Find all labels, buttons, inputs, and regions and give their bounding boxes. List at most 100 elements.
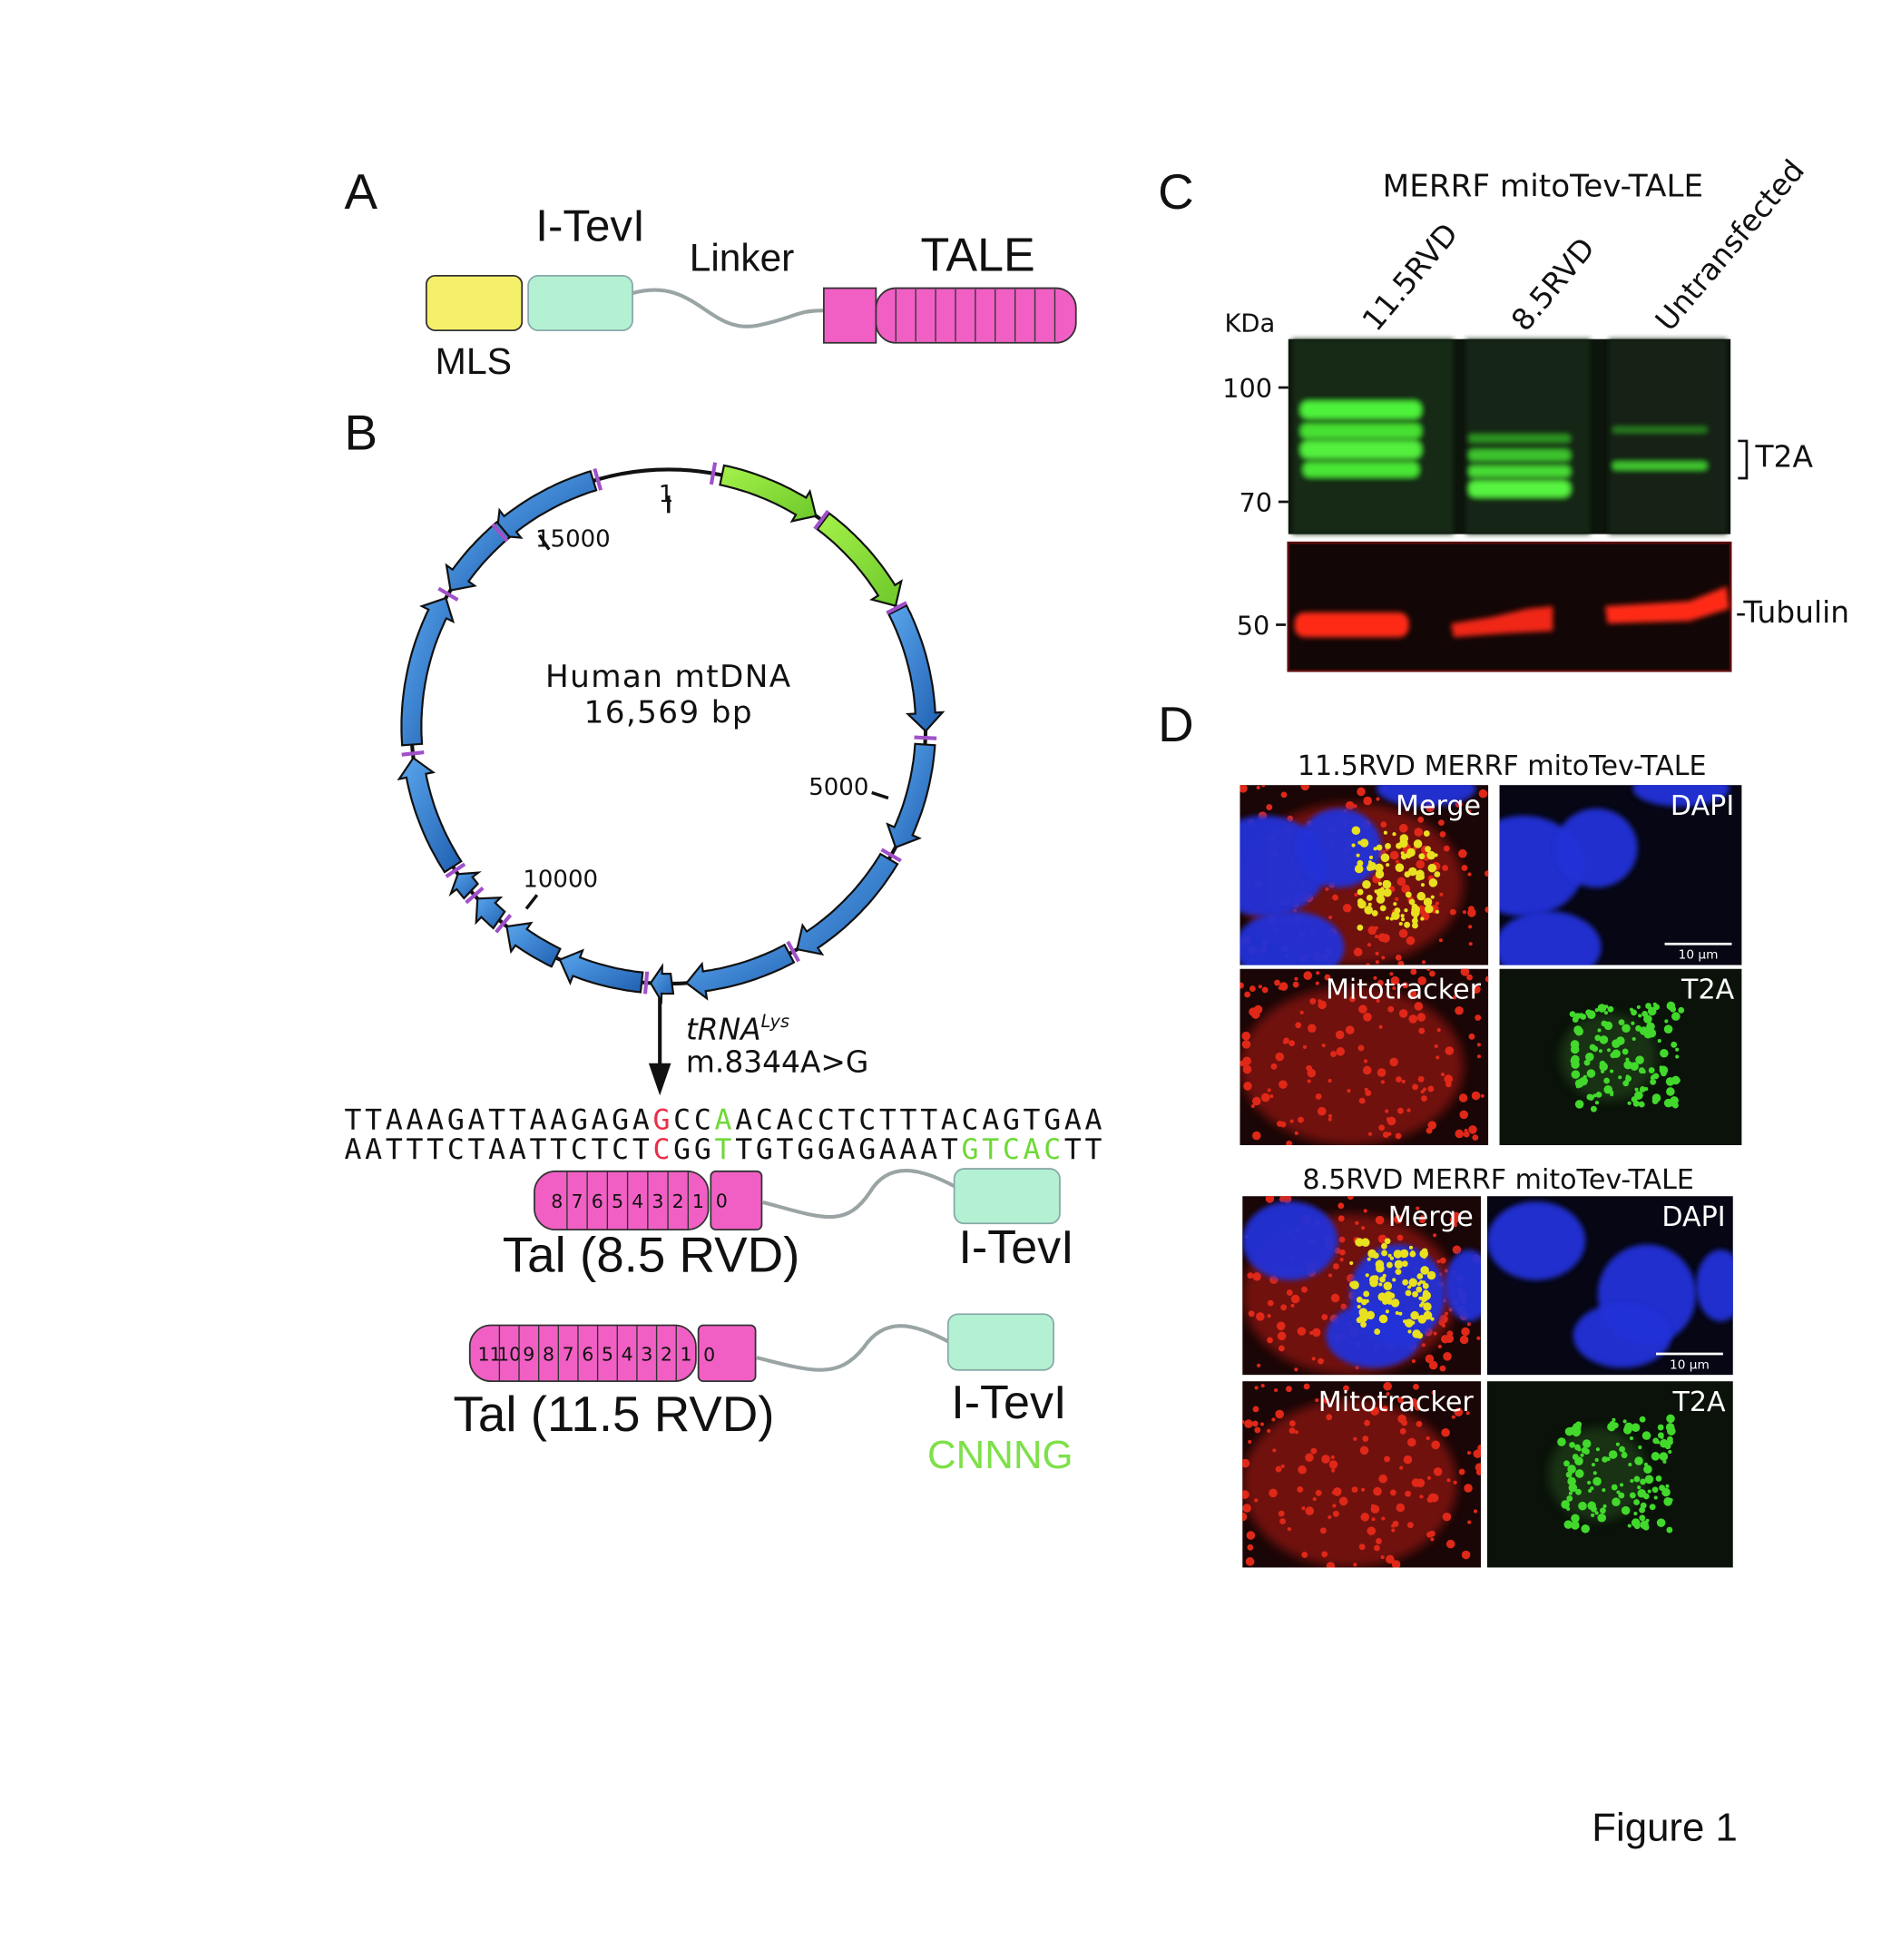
tubulin-label: -Tubulin: [1736, 595, 1849, 630]
trna-marker: [786, 940, 800, 963]
sequence-segment: A: [715, 1103, 732, 1136]
panel-c-letter: C: [1158, 163, 1194, 220]
marker-70: 70: [1239, 487, 1272, 518]
tick-mark: [537, 534, 551, 551]
trna-marker: [642, 971, 650, 995]
sequence-segment: CC: [673, 1103, 711, 1136]
gene-arrow-blue: [445, 520, 512, 592]
linker-line: [632, 288, 824, 328]
microscopy-t2a: T2A: [1486, 1381, 1733, 1568]
rvd-number: 4: [632, 1191, 643, 1212]
construct-name: Tal (8.5 RVD): [503, 1227, 800, 1283]
rvd-number: 7: [571, 1191, 583, 1212]
panel-b-letter: B: [345, 405, 378, 461]
tal-cap-label: 0: [703, 1344, 715, 1366]
mls-label: MLS: [436, 340, 512, 382]
mls-domain: [425, 274, 524, 331]
t2a-blot-bands: [1291, 338, 1728, 534]
gene-arrow-blue: [495, 469, 598, 539]
trna-marker: [491, 523, 509, 543]
t2a-bracket: [1738, 439, 1749, 480]
map-title: Human mtDNA: [545, 659, 791, 695]
t2a-label: T2A: [1754, 440, 1813, 475]
panel-label: Mitotracker: [1326, 975, 1482, 1006]
gene-arrow-blue: [796, 852, 899, 956]
panel-label: Mitotracker: [1318, 1387, 1475, 1418]
trna-marker: [709, 462, 718, 485]
panel-label: T2A: [1671, 1387, 1726, 1418]
marker-50: 50: [1237, 610, 1270, 641]
map-size: 16,569 bp: [584, 695, 753, 731]
tale-repeat-dividers: [895, 289, 1056, 342]
rvd-number: 4: [622, 1344, 633, 1366]
mutation-label: m.8344A>G: [686, 1044, 868, 1079]
gene-arrow-blue: [887, 603, 946, 733]
mtdna-gene-map: [397, 462, 946, 1004]
microscopy-merge: Merge: [1242, 1196, 1481, 1376]
trna-marker: [914, 735, 937, 740]
linker-label: Linker: [690, 236, 795, 279]
rvd-number: 2: [672, 1191, 684, 1212]
gene-arrow-blue: [684, 943, 796, 1001]
panel-label: Merge: [1388, 1201, 1474, 1233]
sequence-segment: TGTGGAGAAAT: [735, 1133, 958, 1166]
panel-d-letter: D: [1158, 696, 1194, 752]
tal-repeat-array: [534, 1170, 710, 1231]
gene-arrow-blue: [649, 963, 675, 1004]
sequence-segment: GG: [673, 1133, 711, 1166]
tal-cap-label: 0: [716, 1190, 728, 1211]
gene-arrow-green: [719, 464, 818, 523]
rvd-number: 2: [661, 1344, 672, 1366]
partner-label: I-TevI: [958, 1221, 1073, 1274]
trna-marker: [401, 750, 425, 757]
partner-label: I-TevI: [951, 1377, 1066, 1429]
gene-arrow-blue: [400, 596, 456, 747]
sequence-segment: ACACCTCTTTACAGTGAA: [735, 1103, 1102, 1136]
lane-label-8-5rvd: 8.5RVD: [1504, 231, 1602, 338]
gene-arrow-blue: [558, 948, 644, 994]
itevi-domain: [953, 1168, 1061, 1225]
gene-arrow-blue: [448, 871, 482, 900]
trna-marker: [495, 914, 513, 934]
tal-cap: [697, 1324, 757, 1383]
tick-label-5000: 5000: [808, 774, 868, 801]
microscopy-merge: Merge: [1240, 785, 1489, 965]
tale-nterm: [822, 287, 877, 344]
mtdna-ticks: [524, 495, 889, 910]
itevi-domain: [527, 274, 633, 331]
group-title: 11.5RVD MERRF mitoTev-TALE: [1298, 750, 1707, 782]
tick-label-1: 1: [659, 481, 674, 508]
rvd-number: 1: [681, 1344, 692, 1366]
sequence-segment: C: [653, 1133, 671, 1166]
marker-100: 100: [1222, 373, 1272, 404]
microscopy-t2a: T2A: [1499, 968, 1742, 1146]
trna-marker: [437, 586, 459, 602]
mutation-arrowhead: [648, 1063, 671, 1096]
trna-label: tRNALys: [686, 1011, 789, 1047]
tick-label-15000: 15000: [535, 525, 611, 553]
panel-label: T2A: [1681, 975, 1735, 1006]
itevi-domain: [946, 1313, 1055, 1371]
panel-label: Merge: [1396, 790, 1481, 822]
sequence-segment: TTAAAGATTAAGAGA: [345, 1103, 650, 1136]
microscopy-mitotracker: Mitotracker: [1240, 968, 1489, 1146]
rvd-number: 9: [523, 1344, 534, 1366]
panel-a: A MLS I-TevI Linker TALE: [345, 163, 1077, 382]
panel-a-letter: A: [345, 163, 378, 220]
trna-marker: [445, 862, 466, 878]
rvd-number: 1: [692, 1191, 704, 1212]
trna-marker: [880, 848, 902, 863]
trna-marker: [813, 509, 830, 531]
blot-title: MERRF mitoTev-TALE: [1383, 168, 1703, 204]
rvd-number: 3: [652, 1191, 663, 1212]
rvd-number: 5: [612, 1191, 623, 1212]
gene-arrow-blue: [475, 897, 506, 930]
